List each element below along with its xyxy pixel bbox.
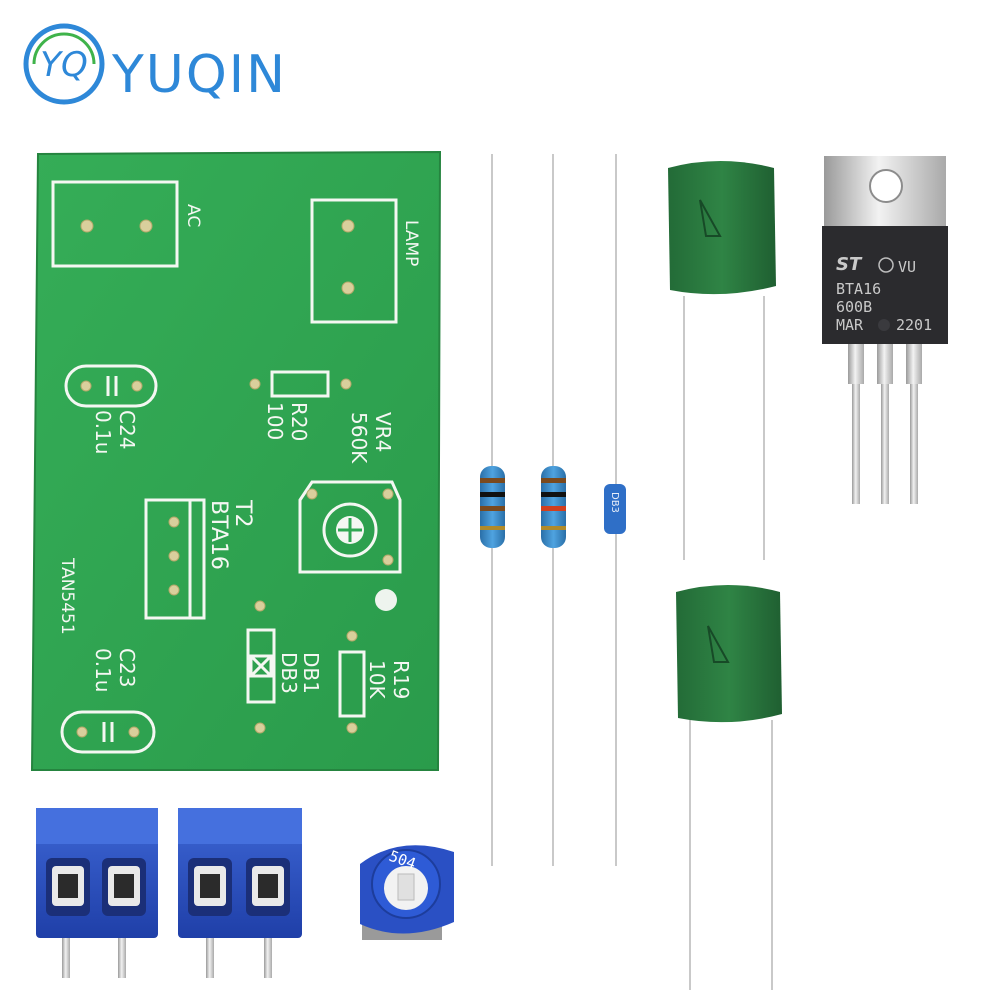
triac-bta16: ST VU BTA16 600B MAR 2201 bbox=[822, 156, 948, 504]
brand-name: YUQIN bbox=[111, 45, 287, 105]
t2-footprint bbox=[144, 498, 206, 620]
label-ac: AC bbox=[183, 204, 203, 227]
label-db1: DB1 bbox=[299, 652, 323, 694]
label-vr4: VR4 bbox=[371, 412, 395, 452]
resistor-10k bbox=[541, 154, 566, 866]
vr4-footprint bbox=[298, 480, 402, 574]
terminal-block-right bbox=[178, 808, 302, 978]
label-r19: R19 bbox=[389, 660, 413, 699]
diac-marking: DB3 bbox=[609, 492, 620, 513]
db1-footprint bbox=[246, 628, 276, 704]
pcb-board: AC LAMP C24 0.1u R20 100 VR4 560K T2 bbox=[30, 150, 442, 771]
triac-date-left: MAR bbox=[836, 316, 864, 334]
label-r20: R20 bbox=[287, 402, 311, 441]
label-vr4-value: 560K bbox=[347, 412, 371, 464]
triac-logo: ST bbox=[836, 254, 863, 275]
brand-logo: YQ YUQIN bbox=[23, 23, 287, 105]
capacitor-0.1u-bottom bbox=[676, 585, 782, 990]
triac-part: BTA16 bbox=[836, 280, 881, 298]
label-t2: T2 bbox=[230, 499, 255, 527]
triac-date-right: 2201 bbox=[896, 316, 932, 334]
c24-footprint bbox=[64, 364, 158, 408]
trimmer-potentiometer: 504 bbox=[360, 845, 454, 940]
label-board-id: TAN5451 bbox=[57, 557, 77, 635]
r20-footprint bbox=[270, 370, 330, 398]
triac-mark: VU bbox=[898, 258, 916, 276]
triac-code: 600B bbox=[836, 298, 872, 316]
r19-footprint bbox=[338, 650, 366, 718]
ac-terminal-footprint bbox=[51, 180, 179, 268]
diac-db3: DB3 bbox=[604, 154, 626, 866]
c23-footprint bbox=[60, 710, 156, 754]
resistor-100 bbox=[480, 154, 505, 866]
label-c23: C23 bbox=[115, 648, 139, 687]
label-lamp: LAMP bbox=[401, 220, 421, 266]
brand-monogram-circle bbox=[23, 23, 105, 105]
label-c24-value: 0.1u bbox=[91, 410, 115, 454]
capacitor-0.1u-top bbox=[668, 161, 776, 560]
label-r19-value: 10K bbox=[365, 660, 389, 699]
terminal-block-left bbox=[36, 808, 158, 978]
lamp-terminal-footprint bbox=[310, 198, 398, 324]
label-c24: C24 bbox=[115, 410, 139, 449]
brand-monogram: YQ bbox=[40, 45, 88, 85]
label-db1-value: DB3 bbox=[277, 652, 301, 694]
label-c23-value: 0.1u bbox=[91, 648, 115, 692]
label-t2-value: BTA16 bbox=[206, 500, 231, 570]
label-r20-value: 100 bbox=[263, 402, 287, 440]
